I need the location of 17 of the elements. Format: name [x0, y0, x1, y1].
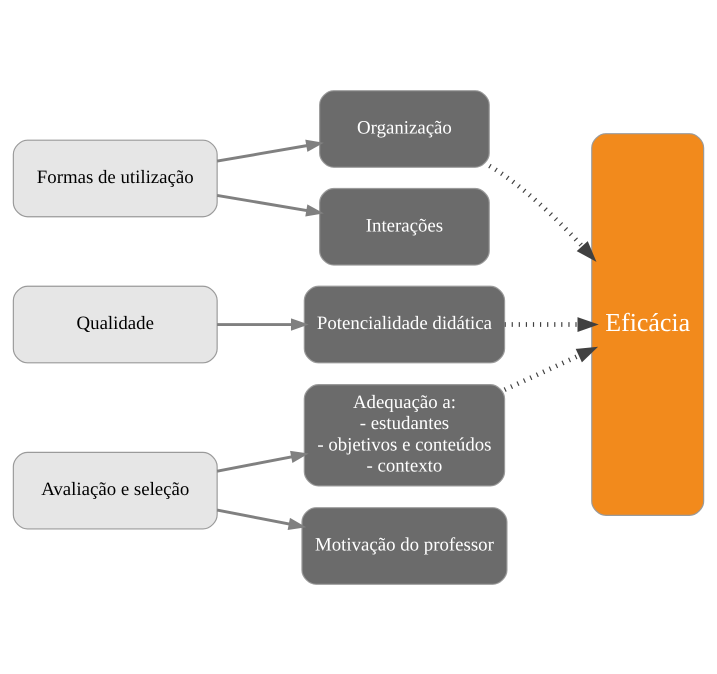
- node-box: Formas de utilização: [12, 139, 218, 217]
- node-box: Motivação do professor: [301, 506, 508, 584]
- arrow: [488, 163, 596, 262]
- node-box: Interações: [319, 187, 490, 266]
- arrow: [504, 316, 599, 332]
- node-box: Potencialidade didática: [304, 285, 506, 363]
- node-box: Adequação a: - estudantes - objetivos e conteúdos - contexto: [304, 384, 506, 486]
- arrow: [504, 346, 598, 392]
- arrow: [217, 318, 309, 330]
- arrow: [216, 508, 306, 530]
- node-box: Eficácia: [591, 132, 704, 516]
- node-box: Qualidade: [12, 285, 218, 363]
- arrow: [216, 450, 309, 472]
- node-box: Avaliação e seleção: [12, 451, 218, 530]
- arrow: [216, 139, 324, 162]
- arrow: [216, 193, 324, 216]
- node-box: Organização: [319, 90, 490, 168]
